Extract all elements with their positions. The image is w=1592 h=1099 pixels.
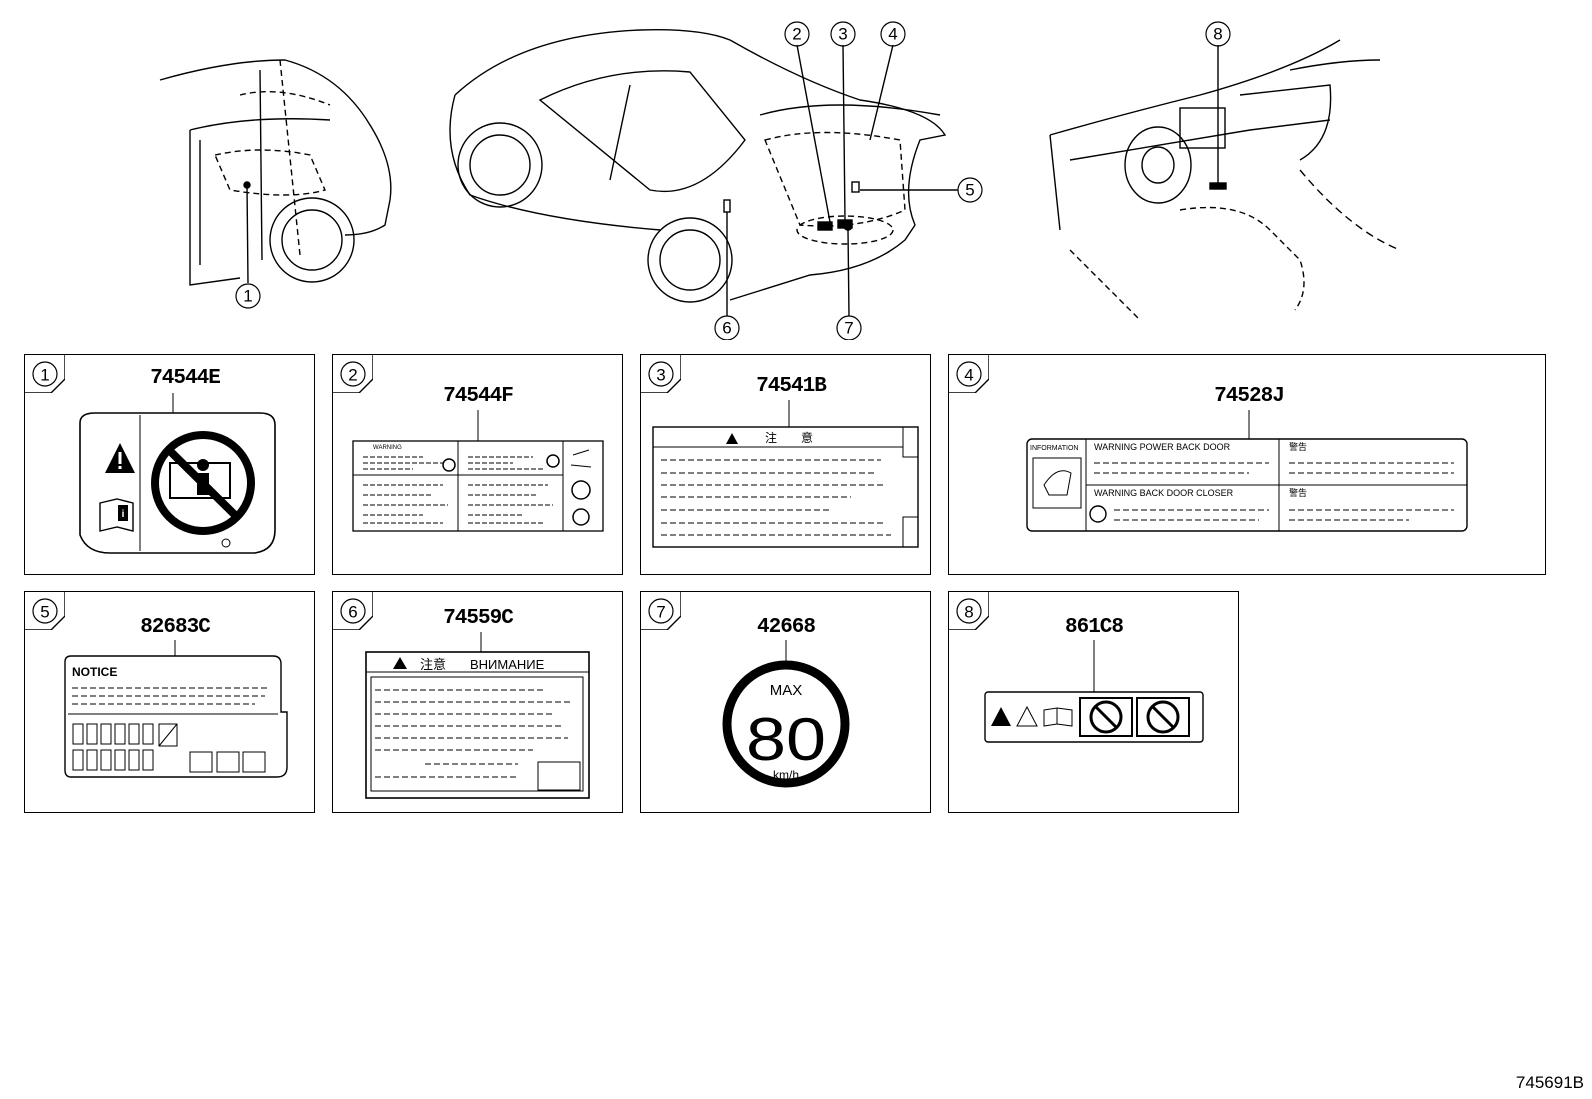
- overview-callout-6: 6: [722, 319, 731, 338]
- part-number: 74559C: [443, 607, 514, 630]
- notice-text: NOTICE: [72, 665, 117, 679]
- part-number: 74528J: [1214, 385, 1285, 408]
- part-number: 74544E: [150, 367, 221, 390]
- manual-book-icon: i: [99, 498, 134, 532]
- no-use-icon: [1089, 700, 1123, 734]
- label-panel-1: 1 74544E i: [24, 354, 315, 575]
- label-74544E: i: [79, 393, 276, 554]
- svg-text:2: 2: [348, 366, 357, 385]
- speed-max: MAX: [770, 682, 803, 699]
- warn-closer: WARNING BACK DOOR CLOSER: [1094, 488, 1234, 498]
- warn-power-door: WARNING POWER BACK DOOR: [1094, 442, 1231, 452]
- panel-callout: 2: [333, 355, 373, 393]
- overview-callouts: [235, 21, 1231, 340]
- svg-text:5: 5: [40, 603, 49, 622]
- warning-triangle-icon: [991, 707, 1011, 726]
- label-panel-4: 4 74528J INFORMATION WARNING POWER BACK …: [948, 354, 1546, 575]
- label-panel-2: 2 74544F WARNING: [332, 354, 623, 575]
- panel-callout: 6: [333, 592, 373, 630]
- warning-triangle-icon: [393, 657, 407, 669]
- manual-book-icon: [1043, 707, 1073, 727]
- rear-car-view: [449, 29, 958, 317]
- panel-callout: 3: [641, 355, 681, 393]
- svg-text:4: 4: [964, 366, 973, 385]
- label-74528J: INFORMATION WARNING POWER BACK DOOR 警告 W…: [1026, 410, 1468, 532]
- svg-text:3: 3: [656, 366, 665, 385]
- hot-surface-icon: [1016, 705, 1038, 727]
- dashboard-view: [1049, 39, 1401, 321]
- label-caution-text: 注 意: [765, 430, 813, 445]
- rear-door-view: [159, 59, 392, 286]
- speed-unit: km/h: [773, 768, 799, 782]
- svg-text:7: 7: [656, 603, 665, 622]
- overview-callout-8: 8: [1213, 25, 1222, 44]
- no-use-icon: [442, 458, 456, 472]
- part-number: 42668: [756, 616, 816, 639]
- svg-text:8: 8: [964, 603, 973, 622]
- label-panel-6: 6 74559C 注意 ВНИМАНИЕ: [332, 591, 623, 813]
- diagram-code: 745691B: [1515, 1073, 1584, 1092]
- label-42668: MAX 80 km/h: [722, 640, 850, 788]
- warn-jp-2: 警告: [1289, 487, 1307, 498]
- label-74544F: WARNING: [352, 410, 604, 532]
- warning-triangle-icon: [726, 433, 738, 444]
- label-panel-5: 5 82683C NOTICE: [24, 591, 315, 813]
- caution-ru: ВНИМАНИЕ: [470, 657, 545, 672]
- label-74541B: 注 意: [652, 400, 919, 548]
- label-74559C: 注意 ВНИМАНИЕ: [365, 632, 590, 799]
- panel-callout: 7: [641, 592, 681, 630]
- label-panel-8: 8 861C8: [948, 591, 1239, 813]
- panel-callout: 1: [25, 355, 65, 393]
- panel-callout: 5: [25, 592, 65, 630]
- no-use-icon: [546, 454, 560, 468]
- part-number: 74544F: [443, 385, 514, 408]
- part-number: 861C8: [1064, 616, 1124, 639]
- svg-text:6: 6: [348, 603, 357, 622]
- overview-callout-4: 4: [888, 25, 897, 44]
- overview-callout-2: 2: [792, 25, 801, 44]
- no-child-seat-icon: [151, 431, 255, 535]
- label-panel-3: 3 74541B 注 意: [640, 354, 931, 575]
- warn-jp-1: 警告: [1289, 441, 1307, 452]
- label-861C8: [984, 640, 1204, 743]
- part-number: 82683C: [140, 616, 211, 639]
- speed-value: 80: [746, 706, 826, 773]
- overview-callout-7: 7: [844, 319, 853, 338]
- no-use-icon: [1089, 505, 1107, 523]
- label-warning-text: WARNING: [373, 445, 402, 451]
- panel-callout: 4: [949, 355, 989, 393]
- info-title: INFORMATION: [1030, 445, 1078, 452]
- no-use-icon: [1146, 700, 1180, 734]
- part-number: 74541B: [756, 375, 827, 398]
- svg-text:i: i: [122, 509, 125, 520]
- overview-callout-3: 3: [838, 25, 847, 44]
- svg-text:1: 1: [40, 366, 49, 385]
- overview-callout-1: 1: [243, 287, 252, 306]
- warning-triangle-icon: [105, 443, 135, 473]
- label-panel-7: 7 42668 MAX 80 km/h: [640, 591, 931, 813]
- overview-illustration: 1 2 3 4 5 6 7 8: [159, 21, 1401, 340]
- overview-callout-5: 5: [965, 181, 974, 200]
- caution-jp: 注意: [420, 657, 446, 672]
- panel-callout: 8: [949, 592, 989, 630]
- label-82683C: NOTICE: [64, 640, 288, 778]
